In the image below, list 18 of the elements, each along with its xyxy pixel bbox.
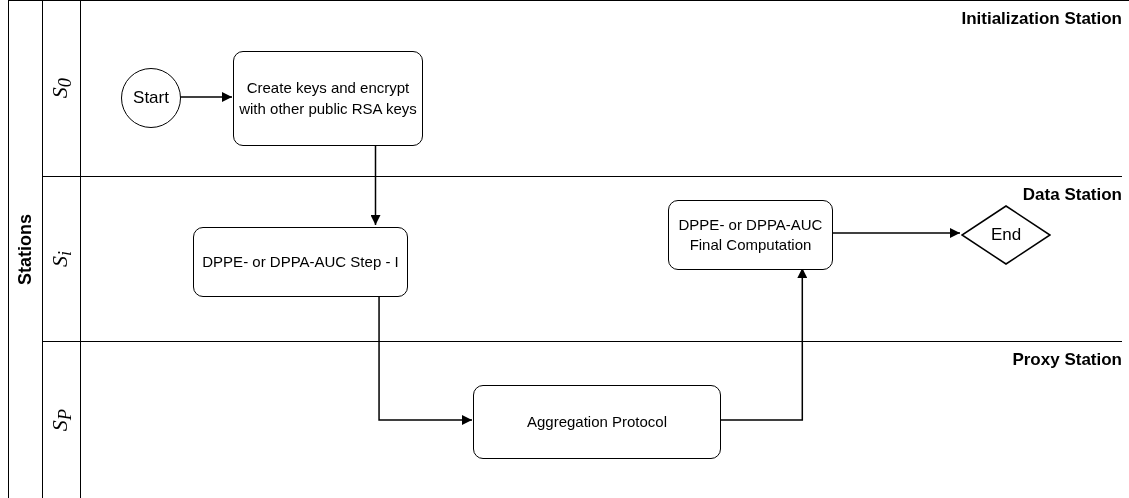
swimlane-lane bbox=[43, 341, 1122, 498]
lane-title: Proxy Station bbox=[1012, 350, 1122, 370]
process-box: Aggregation Protocol bbox=[473, 385, 721, 459]
arrow bbox=[719, 267, 808, 421]
arrow bbox=[370, 144, 381, 226]
arrow bbox=[179, 92, 233, 102]
end-diamond: End bbox=[961, 205, 1051, 265]
process-box: DPPE- or DPPA-AUC Final Computation bbox=[668, 200, 833, 270]
lane-title: Initialization Station bbox=[961, 9, 1122, 29]
start-circle: Start bbox=[121, 68, 181, 128]
arrow bbox=[831, 228, 961, 238]
swimlane-lane bbox=[43, 176, 1122, 341]
arrow bbox=[378, 294, 473, 425]
process-box: Create keys and encrypt with other public RSA keys bbox=[233, 51, 423, 146]
pool-title: Stations bbox=[9, 1, 43, 498]
process-box: DPPE- or DPPA-AUC Step - I bbox=[193, 227, 408, 297]
lane-title: Data Station bbox=[1022, 185, 1122, 205]
swimlane-pool bbox=[8, 0, 1129, 498]
